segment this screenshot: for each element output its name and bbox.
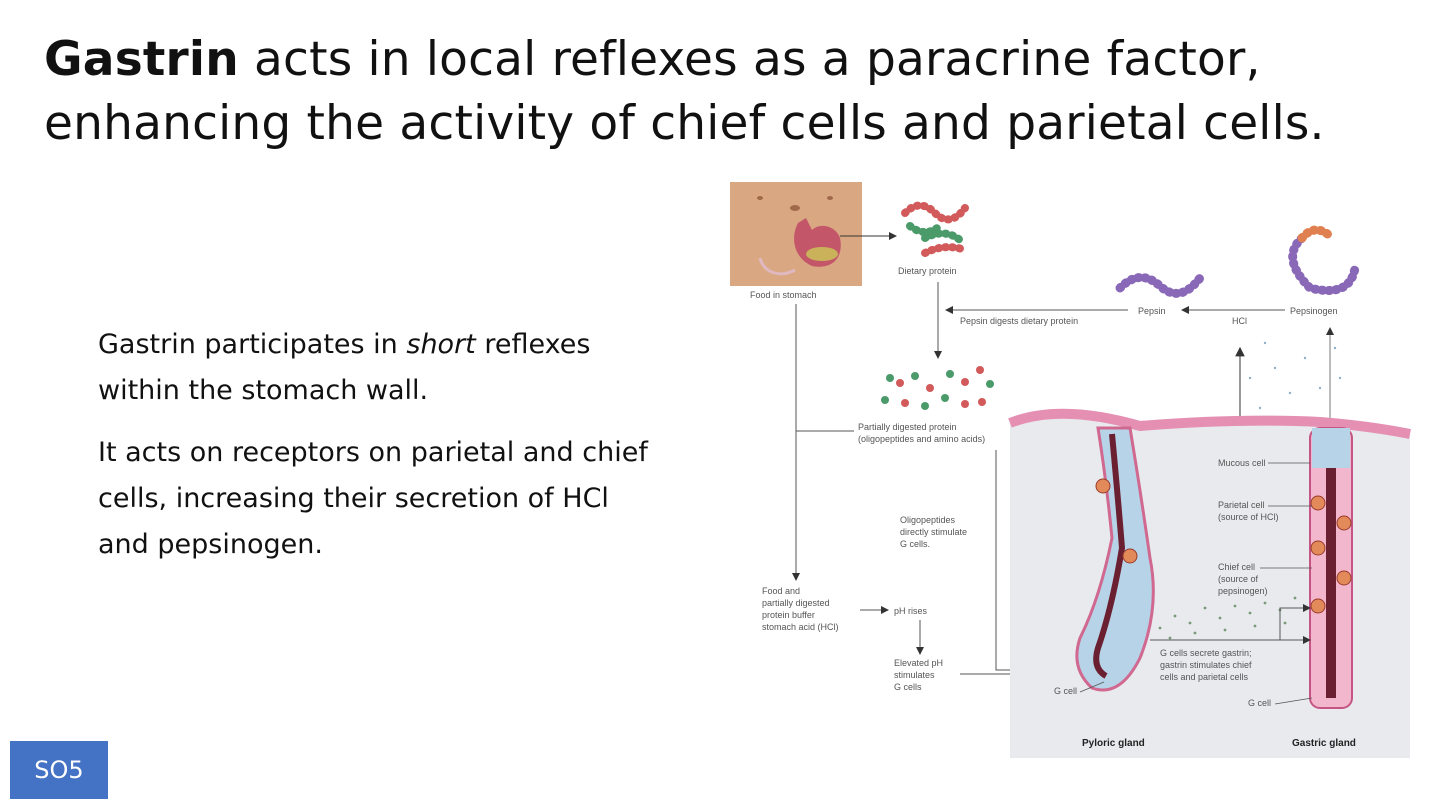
label-stimulates: stimulates — [894, 670, 935, 680]
pyloric-gland — [1075, 426, 1155, 692]
label-dietary-protein: Dietary protein — [898, 266, 957, 276]
gastrin-diagram: Food in stomach Dietary protein Pepsin P… — [730, 182, 1411, 758]
label-source-of: (source of — [1218, 574, 1259, 584]
p1-after: reflexes within the stomach wall. — [98, 329, 591, 406]
label-source-hcl: (source of HCl) — [1218, 512, 1279, 522]
label-food-in-stomach: Food in stomach — [750, 290, 817, 300]
label-cells-parietal: cells and parietal cells — [1160, 672, 1249, 682]
label-hcl: HCl — [1232, 316, 1247, 326]
label-chief-cell: Chief cell — [1218, 562, 1255, 572]
p1-before: Gastrin participates in — [98, 329, 407, 360]
title-line2: enhancing the activity of chief cells an… — [44, 96, 1325, 151]
label-partially-digested-buffer: partially digested — [762, 598, 830, 608]
label-oligopeptides-amino-acids: (oligopeptides and amino acids) — [858, 434, 985, 444]
label-ph-rises: pH rises — [894, 606, 928, 616]
gastric-gland — [1309, 427, 1353, 709]
pepsin-chain — [1115, 273, 1205, 298]
dietary-protein-chains — [901, 201, 969, 257]
label-pepsinogen-source: pepsinogen) — [1218, 586, 1268, 596]
label-g-cells-oligo: G cells. — [900, 539, 930, 549]
label-stomach-acid: stomach acid (HCl) — [762, 622, 839, 632]
label-gastric-gland: Gastric gland — [1292, 738, 1356, 749]
label-elevated-ph: Elevated pH — [894, 658, 943, 668]
label-partially-digested: Partially digested protein — [858, 422, 957, 432]
label-pepsin: Pepsin — [1138, 306, 1166, 316]
label-mucous-cell: Mucous cell — [1218, 458, 1266, 468]
label-food-and: Food and — [762, 586, 800, 596]
label-gastrin-stimulates: gastrin stimulates chief — [1160, 660, 1252, 670]
label-directly-stimulate: directly stimulate — [900, 527, 967, 537]
label-parietal-cell: Parietal cell — [1218, 500, 1265, 510]
label-g-cell-gastric: G cell — [1248, 698, 1271, 708]
label-g-cells-secrete: G cells secrete gastrin; — [1160, 648, 1252, 658]
label-oligopeptides: Oligopeptides — [900, 515, 956, 525]
gastrin-dots — [1158, 596, 1297, 640]
gastrin-figure: Food in stomach Dietary protein Pepsin P… — [720, 178, 1420, 758]
label-pyloric-gland: Pyloric gland — [1082, 738, 1145, 749]
label-pepsinogen: Pepsinogen — [1290, 306, 1338, 316]
body-text: Gastrin participates in short reflexes w… — [98, 322, 658, 584]
p1-italic: short — [406, 329, 476, 360]
pepsinogen-chain — [1288, 233, 1360, 295]
title-bold-word: Gastrin — [44, 32, 239, 87]
label-pepsin-digests: Pepsin digests dietary protein — [960, 316, 1078, 326]
label-protein-buffer: protein buffer — [762, 610, 815, 620]
title-line1-rest: acts in local reflexes as a paracrine fa… — [238, 32, 1261, 87]
torso-stomach-image — [730, 182, 862, 286]
paragraph-receptors: It acts on receptors on parietal and chi… — [98, 437, 648, 560]
label-g-cells-elevated: G cells — [894, 682, 922, 692]
paragraph-short-reflexes: Gastrin participates in short reflexes w… — [98, 322, 658, 414]
partially-digested-protein — [881, 366, 994, 410]
so5-badge: SO5 — [10, 741, 108, 799]
label-g-cell-pyloric: G cell — [1054, 686, 1077, 696]
slide-title: Gastrin acts in local reflexes as a para… — [44, 28, 1424, 156]
